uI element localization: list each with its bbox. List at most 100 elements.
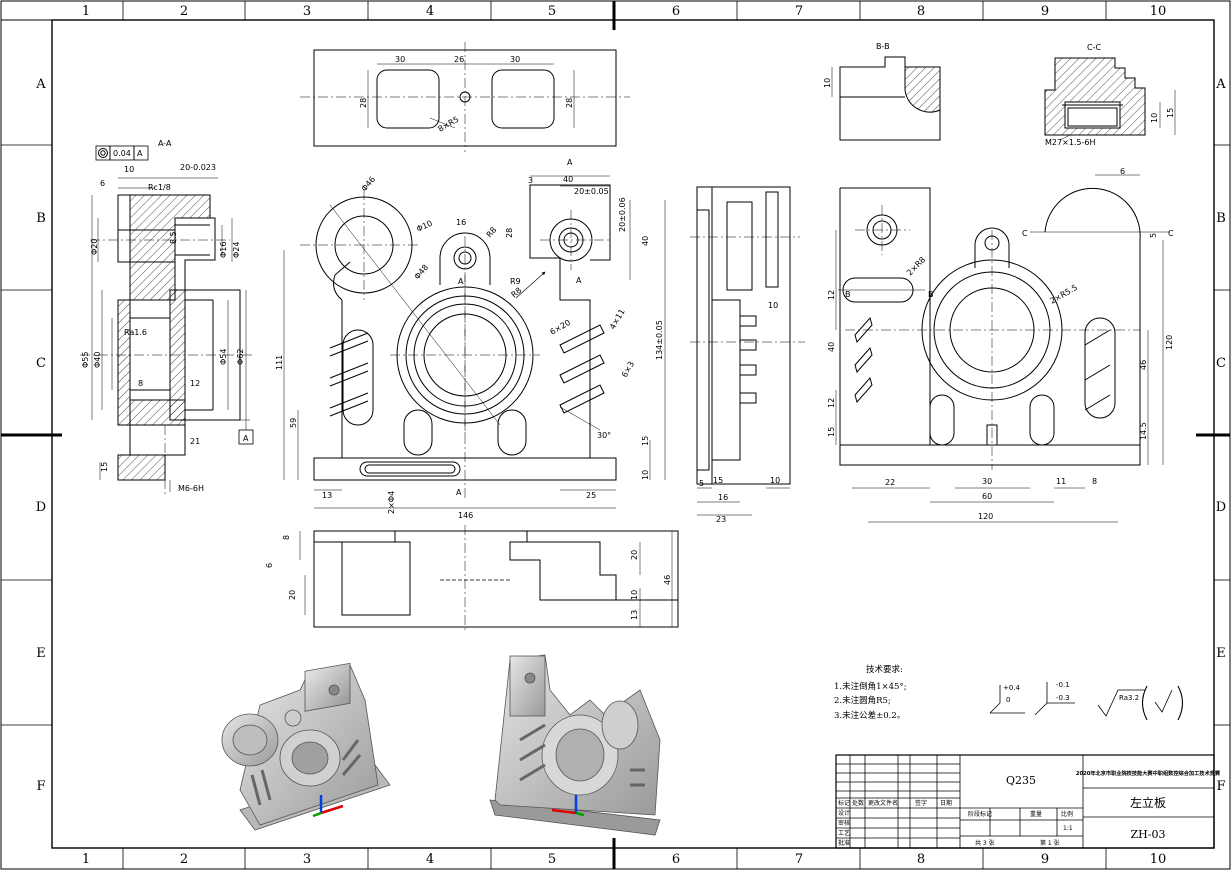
section-aa-dim-15: 12 — [190, 379, 200, 388]
tolerance-symbol-a — [989, 685, 1025, 714]
zone-row-e-right: E — [1216, 646, 1226, 661]
front-view-dim-25: 2×Φ4 — [387, 491, 396, 514]
zone-col-8-top: 8 — [917, 4, 925, 19]
title-stage-weight: 重量 — [1030, 810, 1042, 818]
right-view-dim-12: 22 — [885, 478, 895, 487]
section-cc-dim-3: 15 — [1166, 108, 1175, 118]
zone-row-a-right: A — [1215, 77, 1226, 92]
title-sheet-index: 第 1 张 — [1040, 839, 1060, 847]
zone-row-c-right: C — [1216, 356, 1226, 371]
top-view-dim-4: 28 — [359, 98, 368, 108]
zone-row-d-right: D — [1216, 500, 1226, 515]
right-view-dim-15: 120 — [978, 512, 993, 521]
front-view-dim-26: 146 — [458, 511, 473, 520]
front-view-dim-11: R9 — [510, 277, 521, 286]
top-view — [300, 42, 630, 152]
roughness-check-symbol — [1154, 689, 1173, 713]
title-header-date: 日期 — [940, 799, 952, 807]
right-view-dim-17: 8 — [1092, 477, 1097, 486]
title-stage-scale: 比例 — [1061, 810, 1073, 818]
zone-col-6-top: 6 — [672, 4, 680, 19]
side-view-dim-3: 15 — [713, 476, 723, 485]
front-view-dim-1: 3 — [528, 176, 533, 185]
section-aa-dim-11: Φ40 — [93, 352, 102, 368]
tolerance-symbol-b — [1034, 682, 1075, 716]
top-view-dim-1: 30 — [395, 55, 405, 64]
title-row-process: 工艺 — [838, 829, 850, 837]
title-block-labels: Q235 2020年北京市职业院校技能大赛中职组数控综合加工技术竞赛 左立板 Z… — [838, 769, 1221, 847]
front-view-label-a2: A — [458, 277, 464, 286]
zone-col-5-bottom: 5 — [548, 852, 556, 867]
section-cc-title: C-C — [1087, 43, 1101, 52]
zone-row-f-left: F — [36, 779, 45, 794]
front-view-dim-13: Φ48 — [413, 263, 430, 281]
section-aa-dim-4: Rc1/8 — [148, 183, 171, 192]
zone-row-e-left: E — [36, 646, 46, 661]
isometric-view-left — [221, 662, 391, 831]
top-view-dim-3: 30 — [510, 55, 520, 64]
front-view-dim-14: 6×20 — [549, 318, 573, 337]
zone-row-d-left: D — [36, 500, 46, 515]
title-header-file: 更改文件名 — [868, 799, 898, 807]
zone-col-7-bottom: 7 — [795, 852, 803, 867]
side-view-dim-4: 16 — [718, 493, 728, 502]
title-header-count: 处数 — [852, 799, 864, 807]
title-competition: 2020年北京市职业院校技能大赛中职组数控综合加工技术竞赛 — [1076, 769, 1221, 777]
section-view-bb — [831, 56, 941, 141]
tech-note-2: 2.未注圆角R5; — [834, 695, 891, 706]
section-aa-dim-1: 10 — [124, 165, 134, 174]
section-view-cc — [1044, 57, 1176, 141]
right-view-dim-11: 14.5 — [1139, 422, 1148, 440]
front-view-dim-10: 40 — [641, 236, 650, 246]
zone-col-1-top: 1 — [82, 4, 90, 19]
title-row-design: 设计 — [838, 809, 850, 817]
front-view-dim-6: 16 — [456, 218, 466, 227]
front-view-dim-22: 10 — [641, 470, 650, 480]
front-view-dim-21: 15 — [641, 436, 650, 446]
front-view — [283, 175, 666, 509]
bottom-view-dim-7: 46 — [663, 575, 672, 585]
right-view-dim-9: 120 — [1165, 335, 1174, 350]
zone-row-a-left: A — [35, 77, 46, 92]
zone-col-9-top: 9 — [1041, 4, 1049, 19]
front-view-dim-17: 111 — [275, 355, 284, 370]
front-view-dim-16: 6×3 — [620, 360, 636, 379]
front-view-dim-20: 30° — [597, 431, 611, 440]
bottom-view-dim-1: 8 — [282, 535, 291, 540]
right-view-dim-13: 30 — [982, 477, 992, 486]
title-part-name: 左立板 — [1130, 795, 1166, 810]
section-aa-dim-17: 15 — [100, 462, 109, 472]
zone-col-5-top: 5 — [548, 4, 556, 19]
right-view-dim-16: 11 — [1056, 477, 1066, 486]
side-view-labels: 10 5 15 16 23 10 — [699, 301, 780, 524]
zone-col-4-bottom: 4 — [426, 852, 434, 867]
section-aa-dim-14: 8 — [138, 379, 143, 388]
bottom-view-labels: 8 6 20 20 10 13 46 — [265, 535, 672, 620]
tech-notes-title: 技术要求: — [866, 664, 903, 675]
zone-col-10-top: 10 — [1150, 4, 1167, 19]
right-view-dim-14: 60 — [982, 492, 992, 501]
section-aa-dim-13: Φ62 — [236, 349, 245, 365]
zone-col-2-bottom: 2 — [180, 852, 188, 867]
roughness-value: Ra3.2 — [1119, 694, 1139, 702]
front-view-dim-8: 28 — [505, 228, 514, 238]
top-view-labels: 30 26 30 28 28 8×R5 — [359, 55, 574, 134]
side-view-dim-1: 10 — [768, 301, 778, 310]
section-view-aa — [80, 145, 255, 495]
section-aa-datum: A — [243, 434, 249, 443]
section-aa-dim-6: Φ20 — [90, 239, 99, 255]
tol-a-bot: 0 — [1006, 696, 1010, 704]
front-view-dim-2: 40 — [563, 175, 573, 184]
section-cc-dim-1: M27×1.5-6H — [1045, 138, 1096, 147]
zone-labels: 1 2 3 4 5 6 7 8 9 10 1 2 3 4 5 6 7 8 9 1… — [35, 4, 1226, 867]
right-view-dim-3: 2×R8 — [905, 255, 927, 277]
right-view-label-c2: C — [1168, 229, 1174, 238]
bottom-view-dim-5: 10 — [630, 590, 639, 600]
top-view-dim-6: 8×R5 — [437, 115, 461, 134]
zone-col-7-top: 7 — [795, 4, 803, 19]
section-cc-dim-2: 10 — [1150, 113, 1159, 123]
side-view-dim-6: 10 — [770, 476, 780, 485]
section-aa-dim-10: Φ55 — [81, 352, 90, 368]
